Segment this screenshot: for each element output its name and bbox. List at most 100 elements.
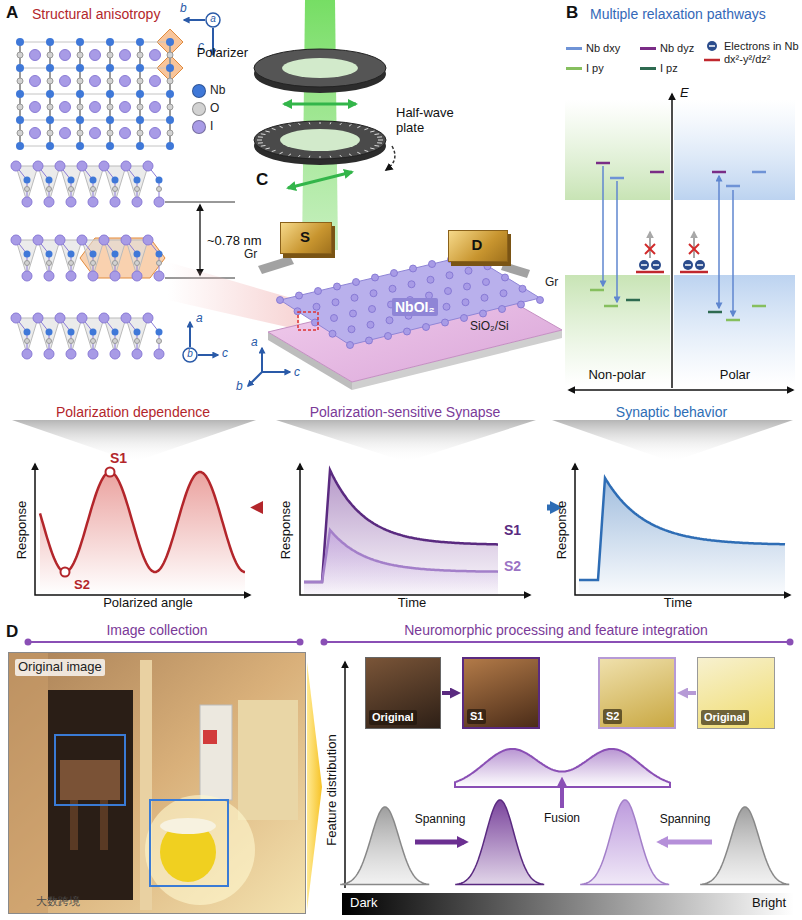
energy-diagram xyxy=(726,319,740,322)
shape xyxy=(519,285,526,292)
energy-diagram xyxy=(693,232,695,258)
shape xyxy=(537,297,544,304)
shape xyxy=(154,349,164,359)
shape xyxy=(143,235,153,245)
shape xyxy=(370,148,374,149)
shape xyxy=(289,154,292,156)
shape xyxy=(113,339,118,344)
shape xyxy=(157,339,162,344)
shape xyxy=(106,90,114,98)
legend-entry: O xyxy=(192,102,219,116)
section-rule xyxy=(28,641,300,643)
photo xyxy=(48,690,133,900)
shape xyxy=(385,333,392,340)
shape xyxy=(47,52,53,58)
shape xyxy=(66,271,76,281)
label: Structural anisotropy xyxy=(32,6,160,22)
shape xyxy=(46,116,54,124)
shape xyxy=(76,142,84,150)
label: b xyxy=(180,2,187,16)
electron-symbol xyxy=(704,40,720,66)
node-text: Original xyxy=(369,710,417,725)
node-text: S1 xyxy=(467,709,486,724)
shape xyxy=(313,303,320,310)
shape xyxy=(66,349,76,359)
polarizer xyxy=(254,49,386,93)
shape xyxy=(134,251,141,258)
shape xyxy=(480,310,487,317)
label: B xyxy=(566,3,578,23)
section-rule xyxy=(297,639,304,646)
node-text: S xyxy=(281,223,329,251)
energy-diagram xyxy=(641,264,647,266)
photo xyxy=(8,652,306,914)
axis-device xyxy=(261,348,263,372)
shape xyxy=(11,313,21,323)
photo xyxy=(160,818,216,834)
photo-frame: Original image xyxy=(8,652,306,914)
energy-diagram xyxy=(680,271,708,274)
energy-diagram xyxy=(683,260,693,270)
shape xyxy=(364,150,368,151)
shape xyxy=(112,177,119,184)
shape xyxy=(331,315,338,322)
shape xyxy=(60,128,71,139)
energy-diagram xyxy=(636,271,664,274)
panel-funnel xyxy=(552,420,793,462)
shape xyxy=(25,261,30,266)
shape xyxy=(167,52,173,58)
energy-diagram xyxy=(674,275,795,385)
shape xyxy=(110,42,140,43)
polarizer xyxy=(254,49,386,87)
plot-axes xyxy=(575,464,790,595)
axis-device xyxy=(248,372,262,386)
shape xyxy=(445,288,452,295)
label: Multiple relaxation pathways xyxy=(590,6,766,22)
shape xyxy=(17,52,23,58)
plot-panel: Polarization dependenceResponsePolarized… xyxy=(8,400,261,615)
node-text: Polarization-sensitive Synapse xyxy=(272,404,538,420)
shape xyxy=(69,339,74,344)
shape xyxy=(16,90,24,98)
plot-curves xyxy=(304,470,498,582)
node-text: Response xyxy=(279,501,294,560)
label: b xyxy=(187,348,193,360)
shape xyxy=(135,187,140,192)
shape xyxy=(157,187,162,192)
label: a xyxy=(196,312,203,326)
shape xyxy=(69,261,74,266)
legend-text: I xyxy=(210,120,213,134)
label: C xyxy=(256,170,268,190)
shape xyxy=(261,133,266,135)
label: Half-wave plate xyxy=(396,106,466,136)
shape xyxy=(367,321,374,328)
shape xyxy=(80,94,110,95)
shape xyxy=(110,68,140,69)
shape xyxy=(80,120,110,121)
device xyxy=(258,256,294,274)
energy-diagram xyxy=(610,177,624,180)
shape xyxy=(502,274,509,281)
shape xyxy=(110,349,120,359)
shape xyxy=(46,38,54,46)
legend-entry: Electrons in Nb dx²-y²/dz² xyxy=(704,40,802,66)
shape xyxy=(112,251,119,258)
legend-text: O xyxy=(210,102,219,116)
shape xyxy=(80,42,110,43)
label: ~0.78 nm xyxy=(207,234,262,249)
shape xyxy=(375,145,380,147)
shape xyxy=(90,76,101,87)
layer-side-view xyxy=(11,161,165,359)
axis-side xyxy=(198,354,218,356)
crystal-atoms xyxy=(277,252,544,349)
shape xyxy=(76,90,84,98)
shape xyxy=(136,142,144,150)
shape xyxy=(309,156,311,158)
electron xyxy=(709,45,715,47)
shape xyxy=(137,130,143,136)
label: Non-polar xyxy=(588,368,645,383)
shape xyxy=(47,339,52,344)
shape xyxy=(90,329,97,336)
node-text: S2 xyxy=(603,709,622,724)
shape xyxy=(329,330,336,337)
